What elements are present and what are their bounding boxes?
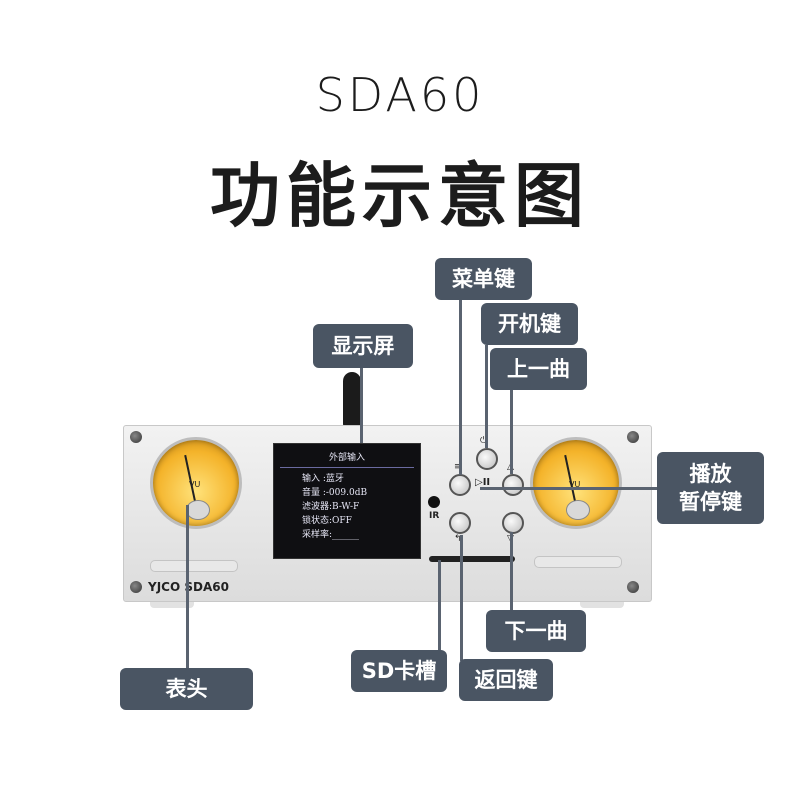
- device-foot: [580, 598, 624, 608]
- power-icon: ⏻: [480, 436, 488, 446]
- leader-line: [460, 535, 463, 661]
- next-track-button[interactable]: [502, 512, 524, 534]
- leader-line: [510, 532, 513, 610]
- vent-slot: [150, 560, 238, 572]
- label-play-pause-line1: 播放: [689, 461, 732, 486]
- vu-meter-right: VU: [530, 437, 622, 529]
- leader-line: [186, 505, 189, 670]
- leader-line: [485, 345, 488, 448]
- vu-meter-left: VU: [150, 437, 242, 529]
- label-play-pause-line2: 暂停键: [679, 490, 742, 514]
- vu-label: VU: [189, 480, 201, 489]
- page-heading: 功能示意图: [210, 155, 590, 237]
- menu-button[interactable]: [449, 474, 471, 496]
- screen-header: 外部输入: [280, 444, 414, 468]
- leader-line: [480, 487, 660, 490]
- menu-icon: ≡: [454, 462, 462, 472]
- vu-label: VU: [569, 480, 581, 489]
- back-button[interactable]: [449, 512, 471, 534]
- label-menu-key: 菜单键: [435, 258, 532, 300]
- label-display: 显示屏: [313, 324, 413, 368]
- leader-line: [459, 300, 462, 475]
- leader-line: [438, 560, 441, 650]
- model-name: SDA60: [315, 68, 485, 122]
- label-sd-slot: SD卡槽: [351, 650, 447, 692]
- screen-row: 输入 :蓝牙: [302, 474, 344, 484]
- ir-sensor: [428, 496, 440, 508]
- label-prev-track: 上一曲: [490, 348, 587, 390]
- leader-line: [360, 368, 363, 443]
- label-power-key: 开机键: [481, 303, 578, 345]
- label-next-track: 下一曲: [486, 610, 586, 652]
- screw: [627, 431, 639, 443]
- screw: [130, 581, 142, 593]
- antenna: [343, 372, 361, 426]
- sd-card-slot: [429, 556, 515, 562]
- label-back-key: 返回键: [459, 659, 553, 701]
- prev-track-button[interactable]: [502, 474, 524, 496]
- screen-row: 锁状态:OFF: [302, 516, 352, 526]
- label-meter: 表头: [120, 668, 253, 710]
- back-icon: ↰: [454, 534, 462, 544]
- screw: [130, 431, 142, 443]
- vent-slot: [534, 556, 622, 568]
- device-foot: [150, 598, 194, 608]
- ir-label: IR: [429, 511, 440, 521]
- screw: [627, 581, 639, 593]
- display-screen: 外部输入 输入 :蓝牙 音量 :-009.0dB 滤波器:B-W-F 锁状态:O…: [273, 443, 421, 559]
- screen-row: 采样率:______: [302, 530, 360, 540]
- power-button[interactable]: [476, 448, 498, 470]
- play-pause-icon: ▷II: [475, 477, 491, 488]
- screen-row: 音量 :-009.0dB: [302, 488, 368, 498]
- screen-row: 滤波器:B-W-F: [302, 502, 360, 512]
- leader-line: [510, 390, 513, 474]
- label-play-pause: 播放 暂停键: [657, 452, 764, 524]
